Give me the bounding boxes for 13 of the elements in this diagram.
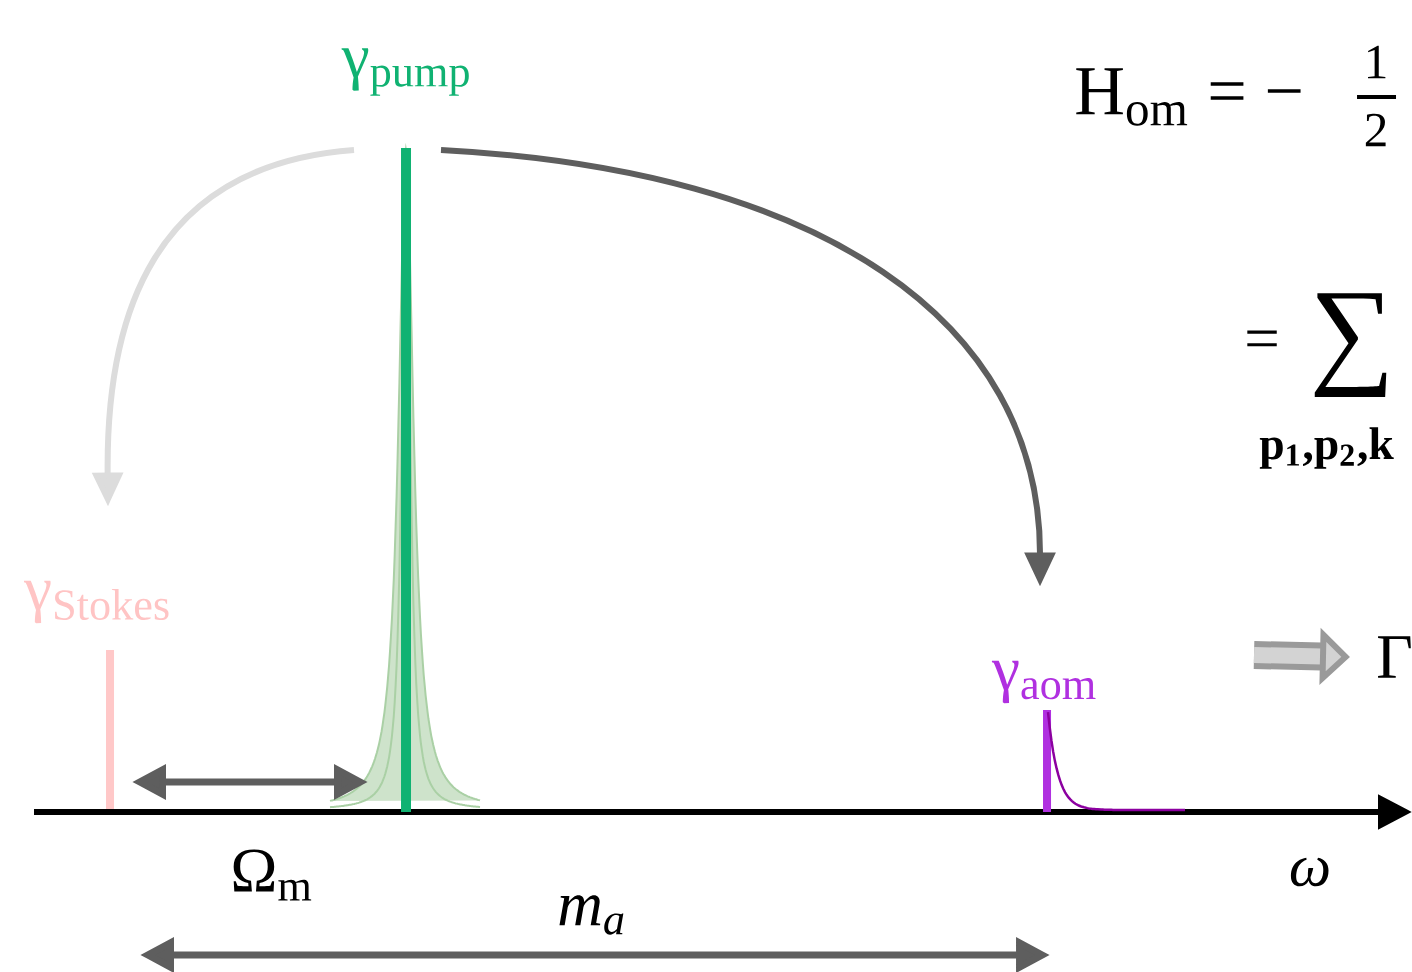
- fraction-denominator: 2: [1365, 113, 1386, 147]
- fraction-numerator: 1: [1368, 45, 1386, 79]
- axis-label: ω: [1290, 857, 1329, 887]
- equation-text: H$_{om}$ = −: [1076, 68, 1301, 126]
- dimension-label: Ω$_{m}$: [233, 849, 312, 901]
- dimension-label: m$_{a}$: [559, 895, 624, 935]
- peak-label: Γ: [1378, 636, 1411, 678]
- peak-label: γ$_{pump}$: [341, 48, 469, 96]
- equation-text: =: [1247, 330, 1277, 347]
- peak-label: γ$_{aom}$: [991, 660, 1096, 704]
- peak-label: γ$_{Stokes}$: [24, 580, 169, 624]
- sum-subscript: p$_{1}$,p$_{2}$,k: [1259, 427, 1394, 469]
- sum-symbol: ∑: [1314, 293, 1387, 397]
